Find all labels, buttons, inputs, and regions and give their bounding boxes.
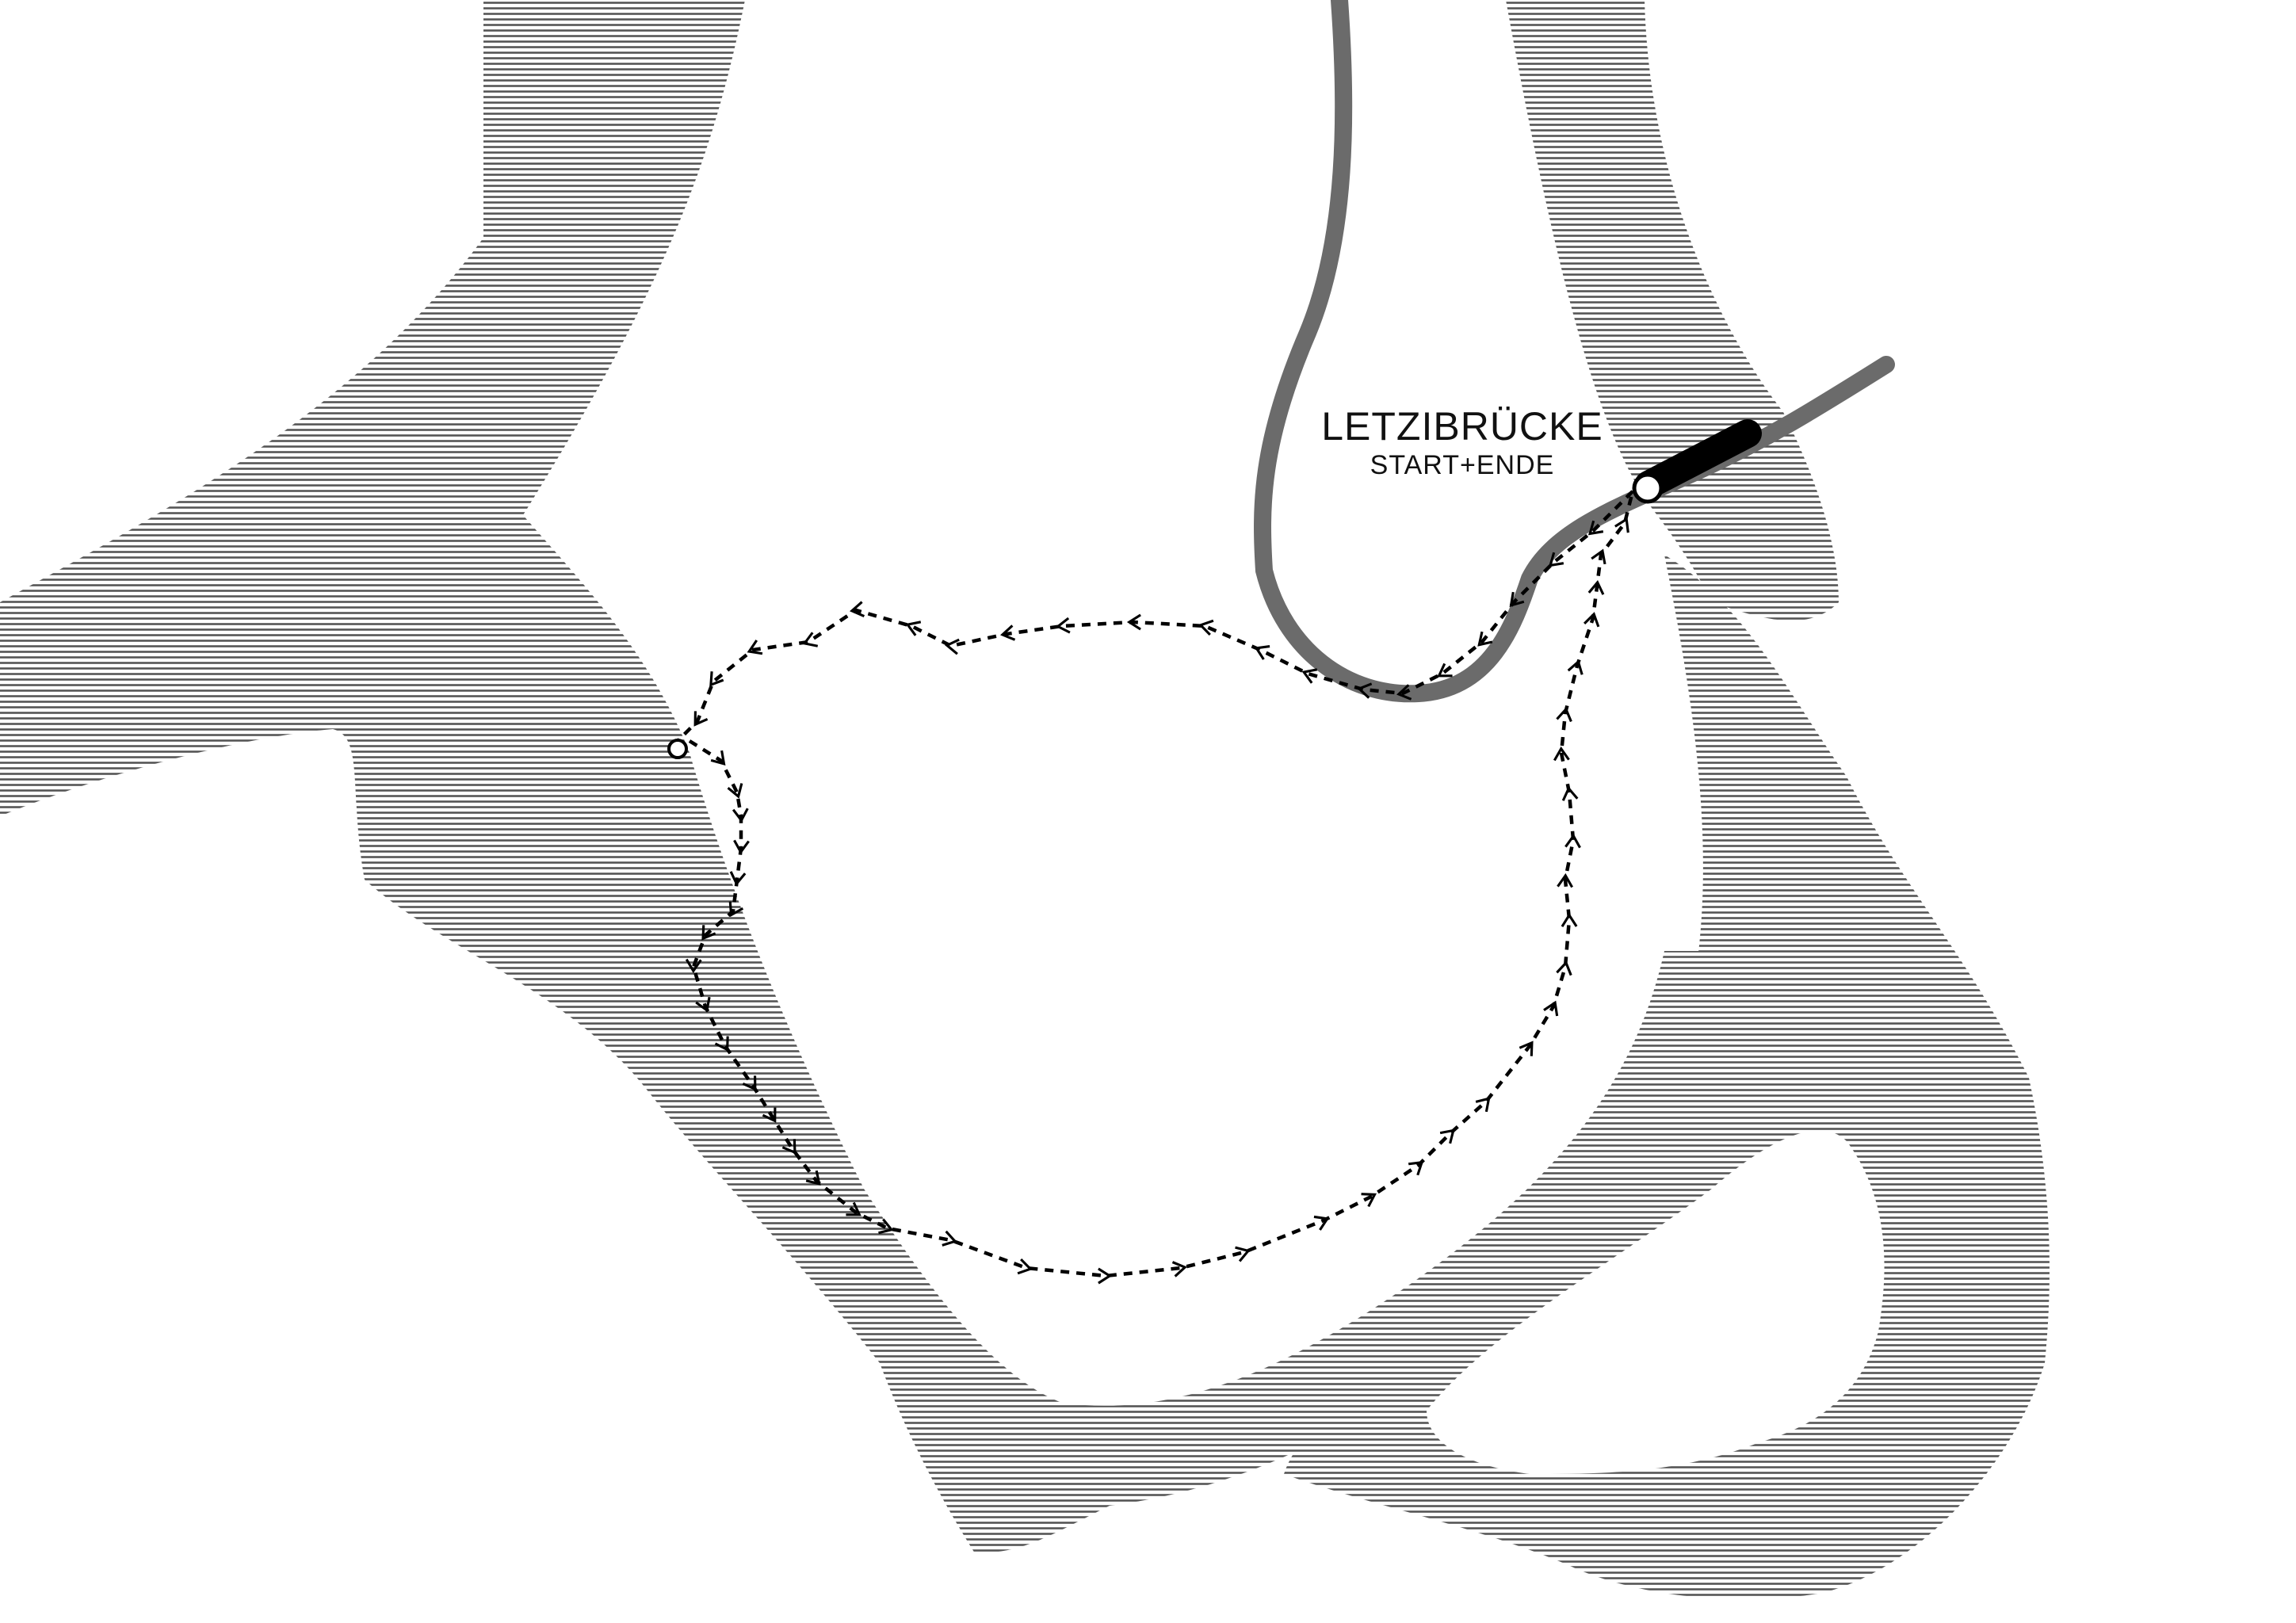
river-left-arm [0,0,1728,1553]
island-lower-right [1427,1130,1885,1474]
route-segment-west [685,491,1635,1285]
place-label: LETZIBRÜCKE [1321,404,1603,449]
bridge-letzibruecke [1634,419,1762,499]
route-segment-north [672,490,1634,747]
turn-point-marker [667,739,688,759]
start-end-label: START+ENDE [1370,450,1555,480]
start-end-marker [1632,472,1664,504]
river-right-arm [1506,0,1839,621]
route [672,490,1635,1285]
